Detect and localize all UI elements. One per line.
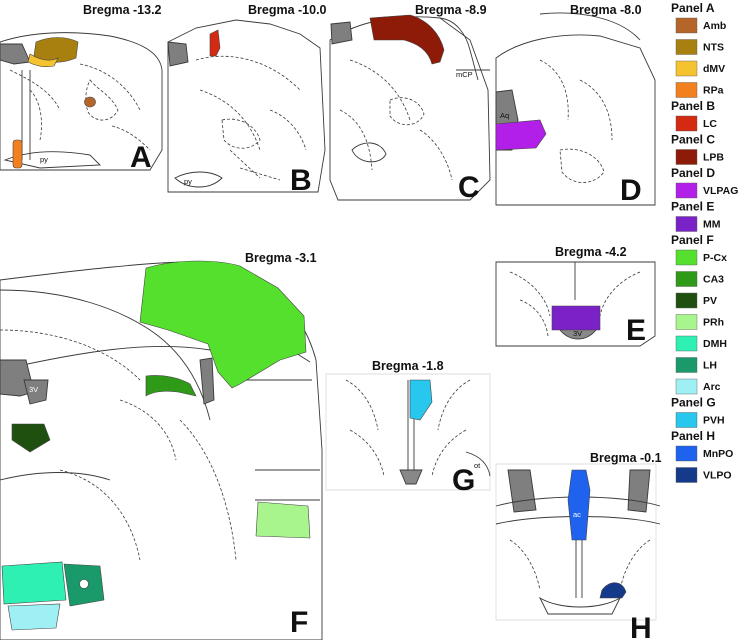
legend-swatch bbox=[675, 292, 698, 309]
panel-d-label-aq: Aq bbox=[500, 111, 509, 120]
ca3-region bbox=[145, 375, 197, 397]
panel-g: ot Bregma -1.8 G bbox=[325, 359, 491, 497]
prh-region bbox=[255, 501, 311, 539]
panel-e-letter: E bbox=[626, 314, 646, 347]
legend-label: DMH bbox=[703, 338, 727, 350]
panel-a-letter: A bbox=[130, 141, 152, 174]
panel-b: py Bregma -10.0 B bbox=[167, 3, 327, 197]
legend-swatch bbox=[675, 149, 698, 165]
mnpo-region bbox=[567, 469, 591, 541]
lc-region bbox=[209, 29, 221, 57]
legend-swatch bbox=[675, 357, 698, 373]
panel-e-bregma: Bregma -4.2 bbox=[555, 245, 627, 259]
panel-d-bregma: Bregma -8.0 bbox=[570, 3, 642, 17]
vlpag-region bbox=[495, 119, 547, 151]
panel-d: Aq Bregma -8.0 D bbox=[495, 3, 656, 207]
legend-label: PRh bbox=[703, 317, 724, 329]
panel-b-bregma: Bregma -10.0 bbox=[248, 3, 327, 17]
lh-fornix bbox=[79, 579, 89, 589]
legend-swatch bbox=[675, 60, 698, 77]
panel-b-letter: B bbox=[290, 164, 312, 197]
panel-e: 3V Bregma -4.2 E bbox=[495, 245, 656, 347]
rpa-region bbox=[12, 139, 23, 169]
legend-heading: Panel G bbox=[671, 396, 716, 410]
legend-swatch bbox=[675, 467, 698, 483]
pvh-region bbox=[409, 379, 433, 421]
legend-swatch bbox=[675, 314, 698, 330]
mm-region bbox=[551, 305, 601, 331]
panel-c-label-mcp: mCP bbox=[456, 70, 473, 79]
legend-swatch bbox=[675, 335, 698, 352]
panel-h-bregma: Bregma -0.1 bbox=[590, 451, 662, 465]
panel-g-letter: G bbox=[452, 464, 475, 497]
legend-heading: Panel C bbox=[671, 133, 715, 147]
panel-b-label-py: py bbox=[184, 177, 192, 186]
legend-heading: Panel H bbox=[671, 429, 715, 443]
legend-label: Arc bbox=[703, 381, 721, 393]
legend-label: PV bbox=[703, 295, 717, 307]
dmh-region bbox=[1, 561, 67, 605]
legend-heading: Panel A bbox=[671, 1, 715, 15]
legend-label: PVH bbox=[703, 415, 725, 427]
legend-swatch bbox=[675, 115, 698, 132]
panel-d-letter: D bbox=[620, 174, 642, 207]
legend-swatch bbox=[675, 82, 698, 98]
arc-region bbox=[7, 603, 61, 631]
panel-a-label-py: py bbox=[40, 155, 48, 164]
legend-label: P-Cx bbox=[703, 252, 727, 264]
legend-swatch bbox=[675, 271, 698, 287]
pv-region bbox=[11, 423, 51, 453]
panel-a-bregma: Bregma -13.2 bbox=[83, 3, 162, 17]
legend-heading: Panel B bbox=[671, 99, 715, 113]
panel-h-letter: H bbox=[630, 612, 652, 640]
legend-swatch bbox=[675, 445, 698, 462]
legend-label: NTS bbox=[703, 42, 724, 54]
legend-label: dMV bbox=[703, 63, 725, 75]
vlpo-region bbox=[599, 582, 627, 599]
panel-c-bregma: Bregma -8.9 bbox=[415, 3, 487, 17]
panel-f-letter: F bbox=[290, 606, 308, 639]
panel-f-bregma: Bregma -3.1 bbox=[245, 251, 317, 265]
legend-swatch bbox=[675, 182, 698, 199]
legend-swatch bbox=[675, 249, 698, 266]
panel-e-label-3v: 3V bbox=[573, 329, 582, 338]
panel-c-letter: C bbox=[458, 171, 480, 204]
panel-a: py Bregma -13.2 A bbox=[0, 3, 163, 174]
panel-c: mCP Bregma -8.9 C bbox=[329, 3, 491, 204]
panel-h: ac Bregma -0.1 H bbox=[495, 451, 662, 640]
legend-heading: Panel D bbox=[671, 166, 715, 180]
legend-swatch bbox=[675, 17, 698, 34]
legend-label: RPa bbox=[703, 85, 724, 97]
legend-label: VLPAG bbox=[703, 185, 738, 197]
legend-swatch bbox=[675, 378, 698, 395]
amb-region bbox=[84, 96, 96, 108]
legend-heading: Panel E bbox=[671, 200, 714, 214]
legend-label: CA3 bbox=[703, 274, 724, 286]
panel-g-bregma: Bregma -1.8 bbox=[372, 359, 444, 373]
panel-h-label-ac: ac bbox=[573, 510, 581, 519]
legend-swatch bbox=[675, 216, 698, 232]
legend-label: LPB bbox=[703, 152, 724, 164]
legend-swatch bbox=[675, 39, 698, 55]
legend-label: VLPO bbox=[703, 470, 732, 482]
lpb-region bbox=[369, 14, 445, 65]
p-cx-region bbox=[139, 260, 307, 389]
legend-label: LH bbox=[703, 360, 717, 372]
legend-label: LC bbox=[703, 118, 717, 130]
panel-f: 3V Bregma -3.1 F bbox=[0, 251, 323, 640]
legend-label: Amb bbox=[703, 20, 726, 32]
legend-label: MM bbox=[703, 219, 721, 231]
dmv-region bbox=[27, 53, 59, 68]
legend-swatch bbox=[675, 412, 698, 428]
panel-g-label-ot: ot bbox=[474, 461, 481, 470]
legend-heading: Panel F bbox=[671, 233, 714, 247]
panel-f-label-3v: 3V bbox=[29, 385, 38, 394]
legend-label: MnPO bbox=[703, 448, 733, 460]
